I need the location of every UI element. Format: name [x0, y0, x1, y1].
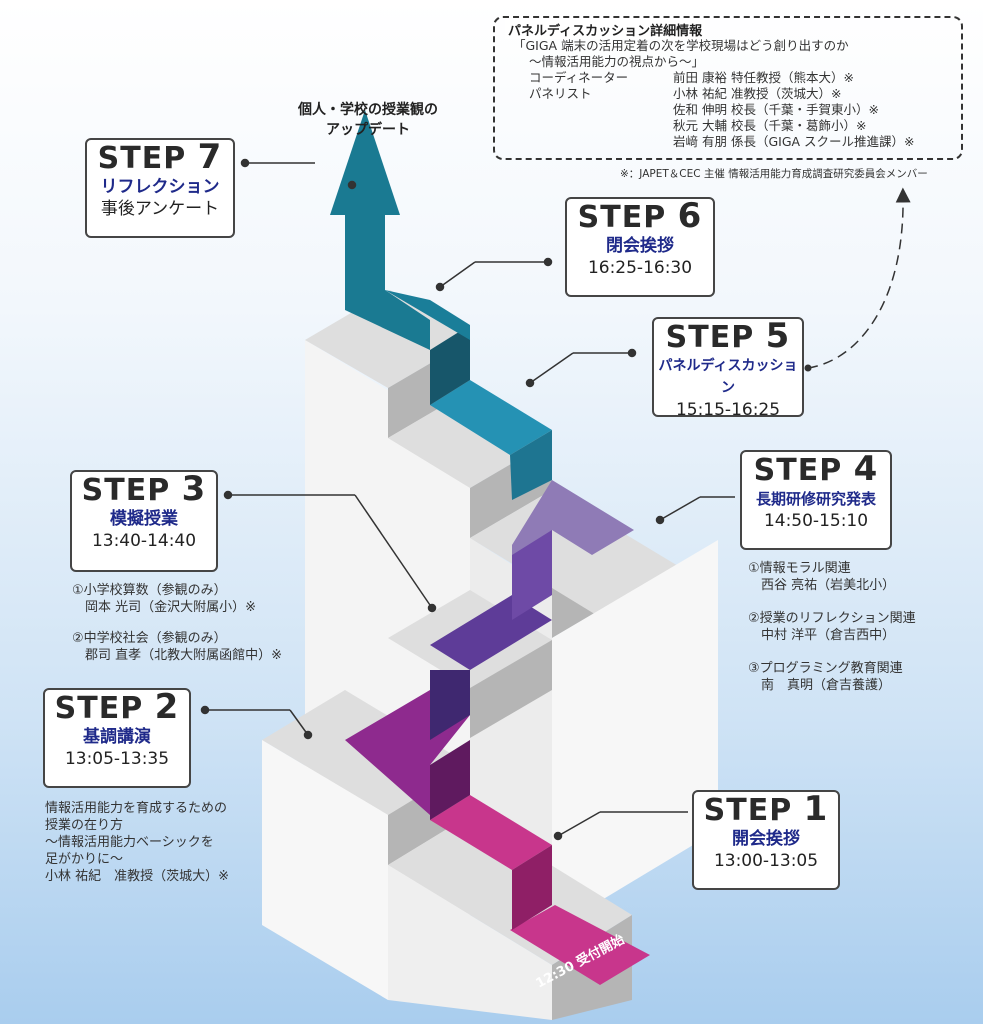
step7-num: 7	[197, 137, 223, 177]
step4-time: 14:50-15:10	[763, 511, 869, 531]
step4-box: STEP 4 長期研修研究発表 14:50-15:10	[740, 450, 892, 550]
step5-box: STEP 5 パネルディスカッション 15:15-16:25	[652, 316, 804, 420]
step4-title: 長期研修研究発表	[755, 490, 876, 508]
panel-coordinator-label: コーディネーター	[529, 70, 629, 85]
step1-num: 1	[803, 789, 829, 829]
step5-label: STEP	[665, 320, 755, 355]
step2-label: STEP	[54, 691, 144, 726]
panelist-2: 佐和 伸明 校長（千葉・手賀東小）※	[673, 102, 879, 117]
step1-label: STEP	[703, 793, 793, 828]
step4-detail-3: ③プログラミング教育関連 南 真明（倉吉養護）	[748, 661, 903, 693]
panel-theme-1: 「GIGA 端末の活用定着の次を学校現場はどう創り出すのか	[513, 38, 849, 53]
step3-label: STEP	[81, 473, 171, 508]
panel-theme-2: ～情報活用能力の視点から～」	[529, 54, 705, 69]
step2-time: 13:05-13:35	[64, 749, 170, 769]
step4-detail-2: ②授業のリフレクション関連 中村 洋平（倉吉西中）	[748, 611, 916, 643]
arrow-label: 個人・学校の授業観の アップデート	[268, 100, 468, 140]
arrow-label-text: 個人・学校の授業観の アップデート	[298, 102, 438, 138]
step4-detail-1: ①情報モラル関連 西谷 亮祐（岩美北小）	[748, 561, 896, 593]
panel-coordinator: 前田 康裕 特任教授（熊本大）※	[673, 70, 854, 85]
step5-title: パネルディスカッション	[658, 358, 798, 396]
panelist-1: 小林 祐紀 准教授（茨城大）※	[673, 86, 842, 101]
step2-detail: 情報活用能力を育成するための 授業の在り方 ～情報活用能力ベーシックを 足がかり…	[45, 801, 230, 884]
footnote: ※：JAPET＆CEC 主催 情報活用能力育成調査研究委員会メンバー	[620, 168, 928, 180]
step3-detail-2: ②中学校社会（参観のみ） 郡司 直孝（北教大附属函館中）※	[72, 631, 283, 663]
step1-time: 13:00-13:05	[713, 851, 819, 871]
step7-title: リフレクション	[100, 177, 220, 197]
step3-num: 3	[181, 469, 207, 509]
step2-num: 2	[154, 687, 180, 727]
step2-box: STEP 2 基調講演 13:05-13:35	[43, 688, 191, 788]
path-step1	[430, 795, 552, 870]
step6-box: STEP 6 閉会挨拶 16:25-16:30	[565, 197, 715, 297]
step3-time: 13:40-14:40	[91, 531, 197, 551]
step3-box: STEP 3 模擬授業 13:40-14:40	[70, 470, 218, 572]
step7-time: 事後アンケート	[100, 199, 220, 219]
step6-title: 閉会挨拶	[606, 236, 674, 256]
step2-title: 基調講演	[83, 727, 151, 747]
step7-label: STEP	[97, 141, 187, 176]
panelist-3: 秋元 大輔 校長（千葉・葛飾小）※	[673, 118, 867, 133]
step4-label: STEP	[753, 453, 843, 488]
step4-num: 4	[853, 449, 879, 489]
panel-detail-box: パネルディスカッション詳細情報 「GIGA 端末の活用定着の次を学校現場はどう創…	[493, 16, 963, 160]
step1-box: STEP 1 開会挨拶 13:00-13:05	[692, 790, 840, 890]
path-reception	[510, 905, 650, 985]
path-step5	[430, 380, 552, 455]
step1-title: 開会挨拶	[732, 829, 800, 849]
path-step7-arrow	[330, 110, 430, 350]
panel-panelist-label: パネリスト	[529, 86, 592, 101]
step3-detail-1: ①小学校算数（参観のみ） 岡本 光司（金沢大附属小）※	[72, 583, 257, 615]
panelist-4: 岩﨑 有朋 係長（GIGA スクール推進課）※	[673, 134, 915, 149]
step7-box: STEP 7 リフレクション 事後アンケート	[85, 138, 235, 238]
step6-label: STEP	[577, 200, 667, 235]
path-step4	[512, 480, 634, 555]
step5-num: 5	[765, 316, 791, 356]
step5-time: 15:15-16:25	[675, 400, 781, 420]
step6-time: 16:25-16:30	[587, 258, 693, 278]
step6-num: 6	[677, 196, 703, 236]
step3-title: 模擬授業	[110, 509, 178, 529]
panel-heading: パネルディスカッション詳細情報	[505, 20, 706, 39]
